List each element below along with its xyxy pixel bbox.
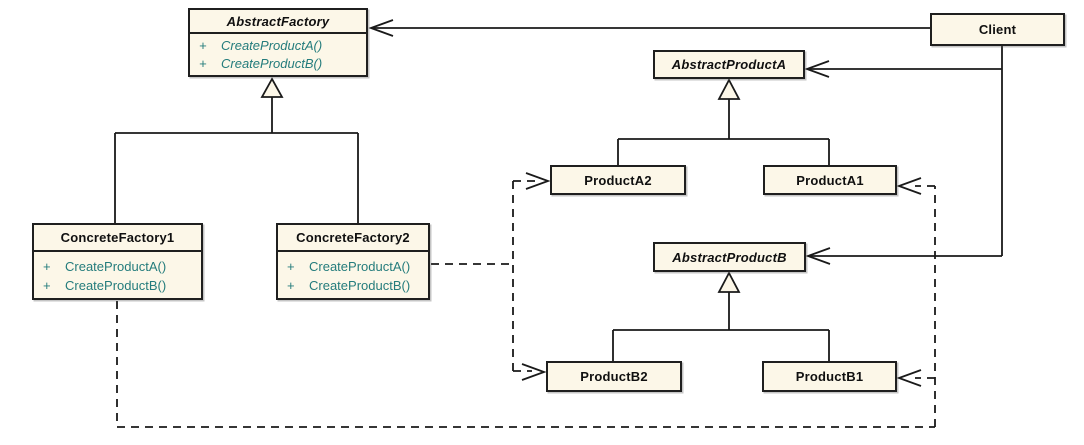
open-arrowhead-icon	[805, 247, 831, 265]
visibility-symbol: +	[43, 259, 51, 274]
open-arrowhead-icon	[368, 19, 394, 37]
dependency-concretefactory2	[431, 172, 551, 381]
method-entry: + CreateProductA()	[278, 257, 428, 276]
class-box-client[interactable]: Client	[930, 13, 1065, 46]
method-signature: CreateProductA()	[309, 259, 411, 274]
method-signature: CreateProductA()	[221, 38, 323, 53]
visibility-symbol: +	[199, 38, 207, 53]
method-entry: + CreateProductA()	[34, 257, 201, 276]
open-arrowhead-icon	[525, 172, 551, 190]
class-name: AbstractFactory	[226, 13, 330, 29]
visibility-symbol: +	[43, 278, 51, 293]
generalization-line	[612, 292, 830, 361]
class-name: AbstractProductB	[672, 249, 787, 265]
generalization-factories	[114, 77, 359, 223]
dependency-dashed-line	[116, 185, 936, 428]
class-box-abstract-product-b[interactable]: AbstractProductB	[653, 242, 806, 272]
method-entry: + CreateProductB()	[278, 276, 428, 295]
open-arrowhead-icon	[896, 177, 922, 195]
class-name: ProductA1	[796, 172, 864, 188]
class-box-concrete-factory2[interactable]: ConcreteFactory2 + CreateProductA() + Cr…	[276, 223, 430, 300]
association-client-products	[804, 46, 1003, 265]
class-name: ProductA2	[584, 172, 652, 188]
visibility-symbol: +	[199, 56, 207, 71]
class-box-abstract-factory[interactable]: AbstractFactory + CreateProductA() + Cre…	[188, 8, 368, 77]
class-name: ProductB1	[795, 369, 864, 384]
hollow-triangle-icon	[717, 78, 741, 100]
generalization-products-b	[612, 271, 830, 361]
method-entry: + CreateProductA()	[190, 37, 366, 55]
methods-compartment: + CreateProductA() + CreateProductB()	[34, 250, 201, 295]
methods-compartment: + CreateProductA() + CreateProductB()	[190, 32, 366, 73]
visibility-symbol: +	[287, 259, 295, 274]
class-box-product-a1[interactable]: ProductA1	[763, 165, 897, 195]
class-box-product-b2[interactable]: ProductB2	[546, 361, 682, 392]
generalization-line	[617, 99, 830, 165]
class-box-product-a2[interactable]: ProductA2	[550, 165, 686, 195]
open-arrowhead-icon	[521, 363, 547, 381]
visibility-symbol: +	[287, 278, 295, 293]
association-client-abstractfactory	[368, 19, 930, 37]
class-box-concrete-factory1[interactable]: ConcreteFactory1 + CreateProductA() + Cr…	[32, 223, 203, 300]
hollow-triangle-icon	[260, 77, 284, 98]
generalization-products-a	[617, 78, 830, 165]
dependency-dashed-line	[431, 180, 536, 372]
methods-compartment: + CreateProductA() + CreateProductB()	[278, 250, 428, 295]
class-name: ConcreteFactory1	[60, 230, 175, 245]
dependency-concretefactory1	[116, 177, 936, 428]
class-name: Client	[978, 22, 1017, 37]
class-box-abstract-product-a[interactable]: AbstractProductA	[653, 50, 805, 79]
class-box-product-b1[interactable]: ProductB1	[762, 361, 897, 392]
method-entry: + CreateProductB()	[190, 55, 366, 73]
open-arrowhead-icon	[896, 369, 922, 387]
open-arrowhead-icon	[804, 60, 830, 78]
class-name: ConcreteFactory2	[296, 230, 410, 245]
method-entry: + CreateProductB()	[34, 276, 201, 295]
generalization-line	[114, 97, 359, 223]
method-signature: CreateProductB()	[309, 278, 411, 293]
class-name: AbstractProductA	[671, 57, 787, 72]
class-name: ProductB2	[580, 369, 648, 384]
hollow-triangle-icon	[717, 271, 741, 293]
method-signature: CreateProductA()	[65, 259, 167, 274]
method-signature: CreateProductB()	[65, 278, 167, 293]
method-signature: CreateProductB()	[221, 56, 323, 71]
